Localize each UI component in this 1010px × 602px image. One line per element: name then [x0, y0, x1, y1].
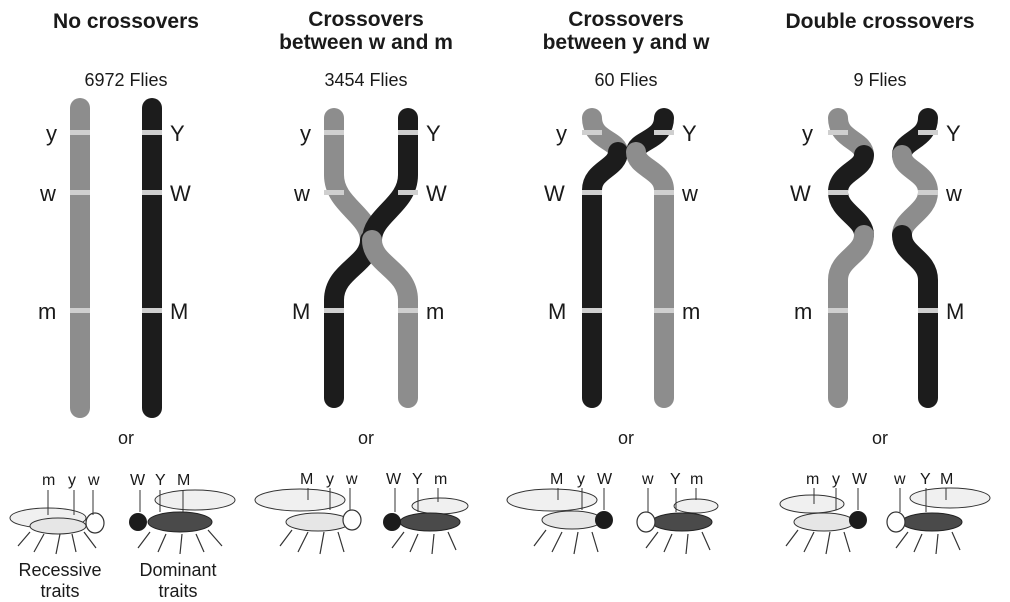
allele-label: w [681, 181, 698, 206]
allele-label: W [544, 181, 565, 206]
allele-label: M [292, 299, 310, 324]
gene-band [142, 308, 162, 313]
fly-icon [780, 488, 867, 554]
chromosome-diagram: y w M Y W m [240, 0, 492, 430]
allele-label: Y [682, 121, 697, 146]
allele-label: m [38, 299, 56, 324]
chromosome-left [828, 118, 864, 398]
panel-crossovers-y-w: Crossovers between y and w 60 Flies y W … [500, 0, 752, 600]
gene-band [142, 130, 162, 135]
chromosome-right [142, 108, 162, 408]
fly-recessive-icon [10, 490, 104, 554]
trait-label: M [550, 471, 563, 488]
trait-label: m [690, 471, 703, 488]
trait-label: W [597, 471, 613, 488]
panel-double-crossovers: Double crossovers 9 Flies y W m Y w M or [754, 0, 1006, 600]
chromosome-right [372, 118, 418, 398]
fly-icon [383, 488, 468, 554]
allele-label: w [39, 181, 56, 206]
allele-label: w [945, 181, 962, 206]
chromosome-right [636, 118, 674, 398]
trait-label: y [577, 471, 585, 488]
trait-label: M [300, 471, 313, 488]
fly-icon [507, 488, 613, 554]
trait-label: y [832, 471, 840, 488]
panel-crossovers-w-m: Crossovers between w and m 3454 Flies y … [240, 0, 492, 600]
fly-pair: M y W w Y m [500, 460, 752, 600]
chromosome-diagram: y W m Y w M [754, 0, 1006, 430]
allele-label: y [300, 121, 311, 146]
allele-label: W [790, 181, 811, 206]
or-label: or [240, 428, 492, 449]
trait-label: W [130, 472, 146, 489]
trait-label: m [806, 471, 819, 488]
trait-label: w [893, 471, 906, 488]
allele-label: Y [426, 121, 441, 146]
allele-label: y [556, 121, 567, 146]
allele-label: W [170, 181, 191, 206]
fly-icon [887, 488, 990, 554]
trait-label: w [345, 471, 358, 488]
chromosome-left [582, 118, 618, 398]
or-label: or [500, 428, 752, 449]
trait-label: M [940, 471, 953, 488]
allele-label: y [802, 121, 813, 146]
gene-band [142, 190, 162, 195]
panel-no-crossovers: No crossovers 6972 Flies y w m Y W M or [0, 0, 252, 600]
chromosome-left [70, 108, 90, 408]
chromosome-left [324, 118, 370, 398]
caption-dominant: Dominant traits [118, 560, 238, 602]
gene-band [70, 130, 90, 135]
allele-label: m [682, 299, 700, 324]
allele-label: M [548, 299, 566, 324]
allele-label: Y [946, 121, 961, 146]
trait-label: Y [412, 471, 423, 488]
fly-icon [255, 488, 361, 554]
allele-label: m [794, 299, 812, 324]
chromosome-diagram: y W M Y w m [500, 0, 752, 430]
trait-label: y [326, 471, 334, 488]
or-label: or [0, 428, 252, 449]
gene-band [70, 308, 90, 313]
or-label: or [754, 428, 1006, 449]
allele-label: m [426, 299, 444, 324]
fly-dominant-icon [129, 490, 235, 554]
trait-label: Y [920, 471, 931, 488]
trait-label: w [87, 472, 100, 489]
trait-label: W [852, 471, 868, 488]
allele-label: M [946, 299, 964, 324]
trait-label: w [641, 471, 654, 488]
chromosome-right [902, 118, 938, 398]
fly-pair: m y W w Y M [754, 460, 1006, 600]
caption-recessive: Recessive traits [0, 560, 120, 602]
trait-label: m [42, 472, 55, 489]
trait-label: M [177, 472, 190, 489]
allele-label: M [170, 299, 188, 324]
trait-label: W [386, 471, 402, 488]
allele-label: Y [170, 121, 185, 146]
gene-band [70, 190, 90, 195]
fly-icon [637, 488, 718, 554]
trait-label: m [434, 471, 447, 488]
allele-label: y [46, 121, 57, 146]
trait-label: Y [155, 472, 166, 489]
trait-label: y [68, 472, 76, 489]
allele-label: w [293, 181, 310, 206]
fly-pair: M y w W Y m [240, 460, 492, 600]
trait-label: Y [670, 471, 681, 488]
chromosome-diagram: y w m Y W M [0, 0, 252, 430]
allele-label: W [426, 181, 447, 206]
